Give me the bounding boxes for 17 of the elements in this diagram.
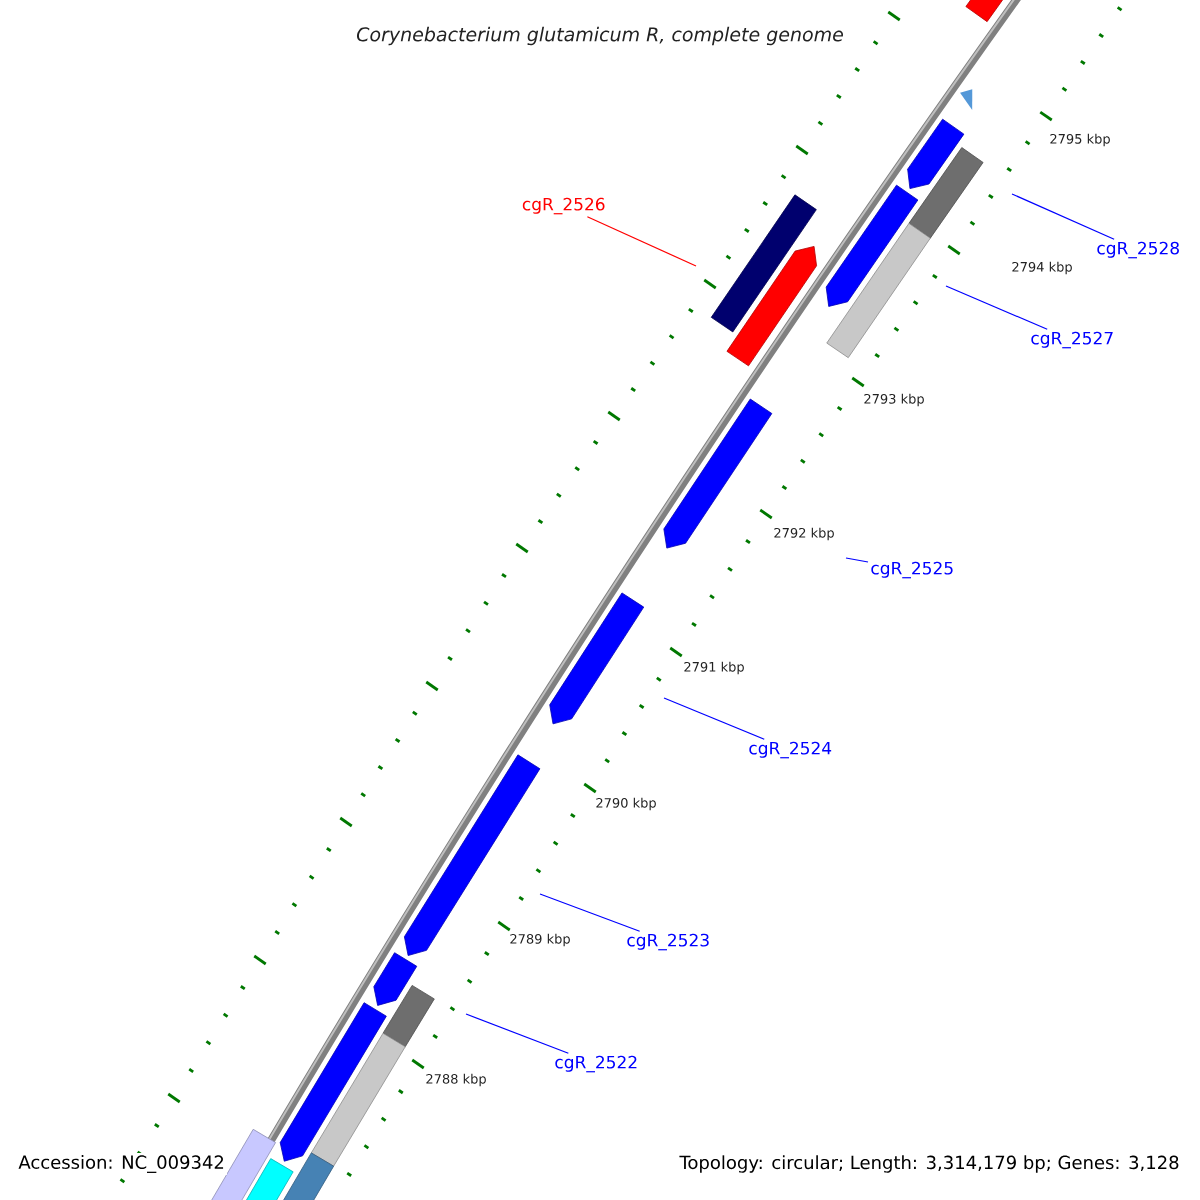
accession-label: Accession: NC_009342 [16,1153,227,1175]
gene-label: cgR_2525 [871,561,953,579]
leader-line [465,1013,569,1054]
leader-line [945,285,1048,330]
leader-line [586,216,697,267]
gene-label: cgR_2524 [749,741,832,759]
gene-label: cgR_2528 [1097,241,1179,259]
leader-line [539,893,641,932]
gene-label: cgR_2526 [522,197,605,215]
genome-info-label: Topology: circular; Length: 3,314,179 bp; Genes: 3,128 [677,1153,1182,1175]
title: Corynebacterium glutamicum R, complete genome [354,24,846,48]
leader-line [1011,193,1115,240]
gene-label: cgR_2522 [555,1055,637,1073]
gene-label: cgR_2523 [627,933,709,951]
leader-line [845,557,869,563]
leader-line [663,697,765,740]
gene-label: cgR_2527 [1031,331,1113,349]
